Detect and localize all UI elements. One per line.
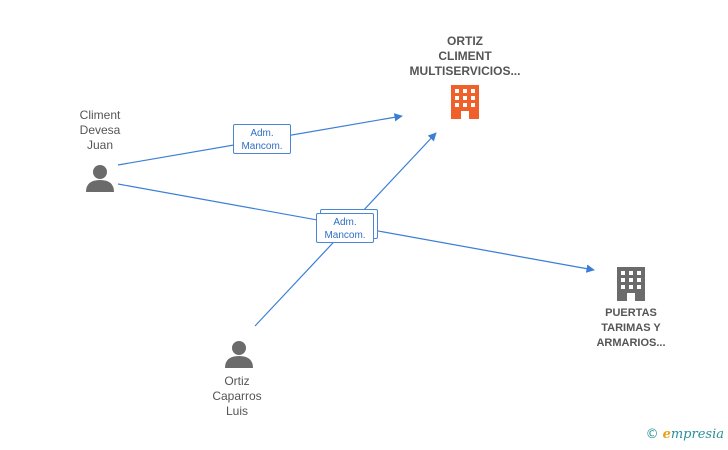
company-label-ortiz-climent[interactable]: ORTIZ CLIMENT MULTISERVICIOS... [409, 34, 521, 78]
person-label-climent[interactable]: Climent Devesa Juan [79, 108, 121, 152]
brand-name: mpresia [670, 427, 724, 442]
building-icon[interactable] [451, 85, 479, 119]
person-icon[interactable] [86, 165, 114, 192]
person-icon[interactable] [225, 341, 253, 368]
role-label-center: Adm. Mancom. [316, 213, 374, 243]
brand-logo: ©empresia [646, 427, 724, 442]
copyright-icon: © [645, 427, 659, 442]
role-label-top: Adm. Mancom. [233, 124, 291, 154]
brand-e: e [662, 427, 671, 442]
building-icon[interactable] [617, 267, 645, 301]
company-label-puertas[interactable]: PUERTAS TARIMAS Y ARMARIOS... [596, 307, 666, 349]
person-label-ortiz[interactable]: Ortiz Caparros Luis [212, 374, 262, 418]
